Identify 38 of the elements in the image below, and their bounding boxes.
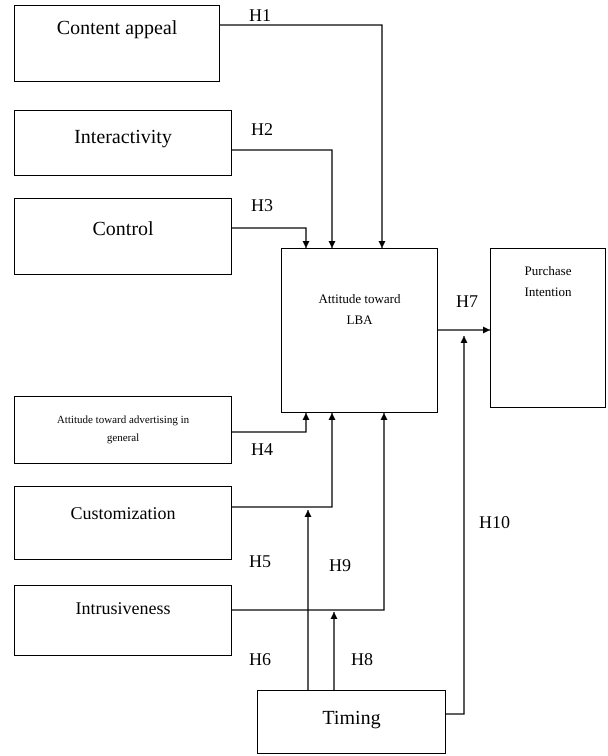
construct-label: Control xyxy=(92,216,154,242)
arrow xyxy=(232,413,388,611)
hypothesis-label: H5 xyxy=(248,552,272,570)
construct-box xyxy=(14,585,232,656)
construct-box xyxy=(281,248,438,413)
construct-box xyxy=(14,5,220,82)
arrow xyxy=(232,227,310,248)
construct-label: Purchase Intention xyxy=(524,262,572,301)
construct-label: Attitude toward advertising in general xyxy=(56,413,190,446)
arrow xyxy=(232,413,310,433)
arrow xyxy=(232,413,336,508)
hypothesis-label: H1 xyxy=(248,6,272,24)
hypothesis-label: H3 xyxy=(250,196,274,214)
hypothesis-label: H9 xyxy=(328,556,352,574)
construct-label: Intrusiveness xyxy=(76,597,170,620)
construct-box xyxy=(14,396,232,464)
construct-label: Timing xyxy=(322,706,381,731)
construct-box xyxy=(490,248,606,408)
hypothesis-label: H10 xyxy=(478,513,511,531)
construct-label: Interactivity xyxy=(74,125,172,150)
arrow xyxy=(304,510,312,690)
construct-box xyxy=(257,690,446,754)
arrow xyxy=(232,149,336,248)
hypothesis-label: H8 xyxy=(350,650,374,668)
arrow xyxy=(330,612,338,690)
arrow xyxy=(438,326,490,334)
hypothesis-label: H7 xyxy=(455,292,479,310)
hypothesis-label: H6 xyxy=(248,650,272,668)
construct-label: Attitude toward LBA xyxy=(318,290,401,329)
construct-box xyxy=(14,486,232,560)
construct-label: Customization xyxy=(70,502,176,524)
arrow xyxy=(446,336,468,715)
arrow xyxy=(220,24,386,248)
hypothesis-label: H2 xyxy=(250,120,274,138)
construct-label: Content appeal xyxy=(56,16,178,40)
hypothesis-label: H4 xyxy=(250,440,274,458)
construct-box xyxy=(14,198,232,275)
construct-box xyxy=(14,110,232,176)
